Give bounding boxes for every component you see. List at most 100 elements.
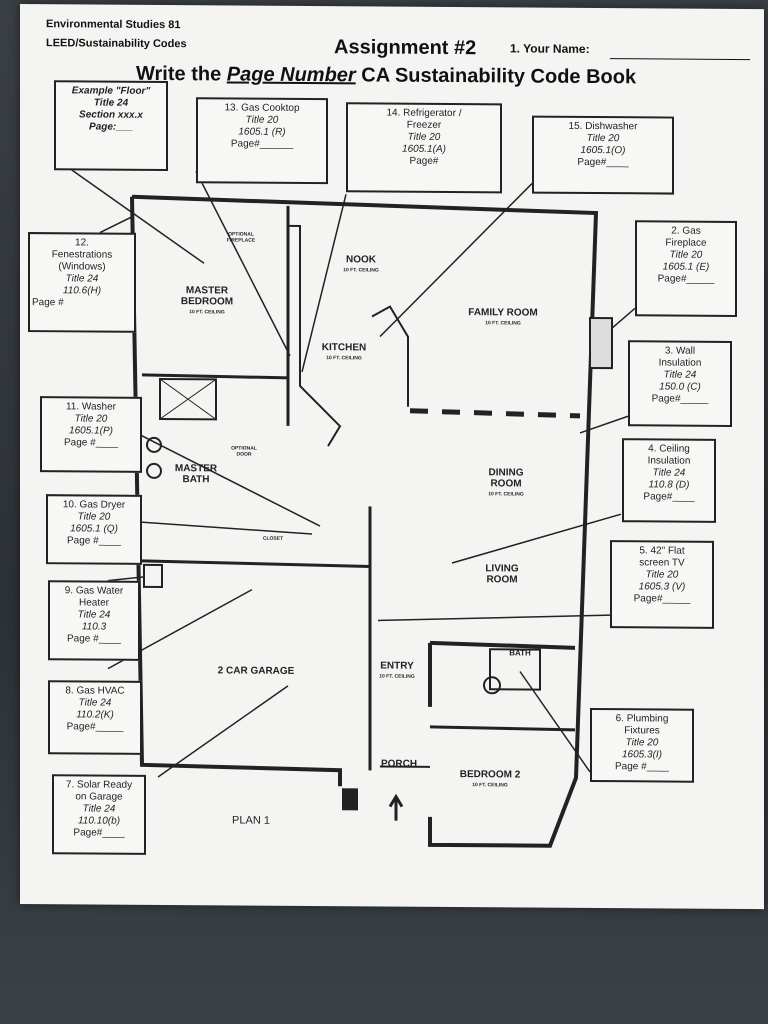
box-line: 150.0 (C) xyxy=(659,381,701,393)
box-3-wall-insulation[interactable]: 3. Wall Insulation Title 24 150.0 (C) Pa… xyxy=(628,340,732,427)
ceiling-note: 10 FT. CEILING xyxy=(326,355,362,362)
box-line: Heater xyxy=(78,597,109,609)
box-11-washer[interactable]: 11. Washer Title 20 1605.1(P) Page #____ xyxy=(40,396,142,473)
box-14-refrigerator[interactable]: 14. Refrigerator / Freezer Title 20 1605… xyxy=(346,102,502,194)
ceiling-note: 10 FT. CEILING xyxy=(485,320,521,327)
box-line: 1605.1(O) xyxy=(580,144,626,157)
box-line: Example "Floor" xyxy=(71,85,151,97)
ceiling-note: 10 FT. CEILING xyxy=(343,267,379,274)
box-line: Title 20 xyxy=(407,131,441,143)
room-master-bath: MASTER BATH xyxy=(174,463,218,486)
box-line: 9. Gas Water xyxy=(64,585,124,597)
box-line: 10. Gas Dryer xyxy=(62,499,126,511)
box-line: 110.6(H) xyxy=(62,285,102,297)
box-line: Title 24 xyxy=(663,369,697,381)
box-line: Title 20 xyxy=(74,413,108,425)
box-line: Title 20 xyxy=(645,569,679,581)
optional-door-note: OPTIONAL DOOR xyxy=(231,445,257,458)
box-line: Page #____ xyxy=(67,633,121,645)
floor-plan xyxy=(57,159,636,848)
box-line: 15. Dishwasher xyxy=(568,120,638,133)
room-bedroom2-label: BEDROOM 2 xyxy=(459,769,521,781)
box-8-gas-hvac[interactable]: 8. Gas HVAC Title 24 110.2(K) Page#_____ xyxy=(48,680,142,755)
box-line: 3. Wall xyxy=(664,345,696,357)
box-line: 1605.1 (R) xyxy=(238,126,286,138)
box-line: Page#_____ xyxy=(651,393,709,405)
room-porch: PORCH xyxy=(380,758,418,770)
box-line: Page#_____ xyxy=(633,593,691,605)
box-line: Page #____ xyxy=(67,535,121,547)
box-line: Page#____ xyxy=(577,156,629,169)
room-living: LIVING ROOM xyxy=(485,563,519,586)
box-line: Title 24 xyxy=(82,803,116,815)
box-line: Page # xyxy=(32,297,64,309)
box-line: 1605.1(A) xyxy=(402,143,446,155)
box-line: 12. xyxy=(75,237,89,249)
box-line: Title 20 xyxy=(669,249,703,261)
box-line: Page #____ xyxy=(64,437,118,449)
room-nook-label: NOOK xyxy=(346,254,376,266)
worksheet-page: Environmental Studies 81 LEED/Sustainabi… xyxy=(20,4,764,910)
box-line: Fixtures xyxy=(624,725,660,737)
box-line: Title 24 xyxy=(77,609,111,621)
box-15-dishwasher[interactable]: 15. Dishwasher Title 20 1605.1(O) Page#_… xyxy=(532,115,674,195)
box-line: Freezer xyxy=(406,119,442,131)
example-box: Example "Floor" Title 24 Section xxx.x P… xyxy=(54,80,168,172)
box-line: Fireplace xyxy=(665,237,707,249)
box-line: 110.3 xyxy=(81,621,107,633)
room-family-label: FAMILY ROOM xyxy=(468,307,538,319)
box-10-gas-dryer[interactable]: 10. Gas Dryer Title 20 1605.1 (Q) Page #… xyxy=(46,494,142,565)
box-line: 5. 42" Flat xyxy=(639,545,685,557)
box-4-ceiling-insulation[interactable]: 4. Ceiling Insulation Title 24 110.8 (D)… xyxy=(622,438,716,523)
box-line: Title 24 xyxy=(65,273,99,285)
box-9-gas-water-heater[interactable]: 9. Gas Water Heater Title 24 110.3 Page … xyxy=(48,580,140,661)
box-line: 1605.1 (Q) xyxy=(70,523,118,535)
ceiling-note: 10 FT. CEILING xyxy=(189,309,225,316)
box-line: Title 20 xyxy=(586,132,620,145)
box-line: 4. Ceiling xyxy=(648,443,690,455)
room-garage: 2 CAR GARAGE xyxy=(217,665,295,677)
box-line: 11. Washer xyxy=(65,401,117,413)
box-6-plumbing-fixtures[interactable]: 6. Plumbing Fixtures Title 20 1605.3(I) … xyxy=(590,707,694,783)
box-line: screen TV xyxy=(639,557,685,569)
box-line: Title 20 xyxy=(625,737,659,749)
box-line: Section xxx.x xyxy=(79,109,143,121)
room-master-bedroom-label: MASTER BEDROOM xyxy=(180,285,234,308)
box-line: (Windows) xyxy=(58,261,106,273)
box-2-gas-fireplace[interactable]: 2. Gas Fireplace Title 20 1605.1 (E) Pag… xyxy=(635,220,737,318)
room-kitchen-label: KITCHEN xyxy=(321,342,367,354)
box-12-fenestrations[interactable]: 12. Fenestrations (Windows) Title 24 110… xyxy=(28,232,136,333)
box-line: Title 24 xyxy=(78,697,112,709)
ceiling-note: 10 FT. CEILING xyxy=(379,673,415,680)
box-13-gas-cooktop[interactable]: 13. Gas Cooktop Title 20 1605.1 (R) Page… xyxy=(196,97,328,185)
box-line: Title 20 xyxy=(245,114,279,126)
box-line: Title 20 xyxy=(77,511,111,523)
box-line: 8. Gas HVAC xyxy=(65,685,125,697)
box-line: 14. Refrigerator / xyxy=(386,107,462,120)
room-entry-label: ENTRY xyxy=(380,660,414,672)
box-line: Insulation xyxy=(658,357,702,369)
box-line: 6. Plumbing xyxy=(615,713,669,725)
plan-label: PLAN 1 xyxy=(232,814,270,827)
box-7-solar-ready[interactable]: 7. Solar Ready on Garage Title 24 110.10… xyxy=(52,774,146,855)
box-line: Page#_____ xyxy=(66,721,124,733)
box-line: 1605.3(I) xyxy=(621,749,663,761)
box-line: Title 24 xyxy=(93,97,129,109)
box-line: 110.10(b) xyxy=(77,815,121,827)
optional-fireplace-note: OPTIONAL FIREPLACE xyxy=(226,231,256,244)
box-line: Fenestrations xyxy=(51,249,113,261)
box-5-flat-screen-tv[interactable]: 5. 42" Flat screen TV Title 20 1605.3 (V… xyxy=(610,540,714,629)
box-line: 1605.1(P) xyxy=(69,425,113,437)
box-line: 13. Gas Cooktop xyxy=(224,102,300,114)
box-line: Page#____ xyxy=(73,827,125,839)
room-dining-label: DINING ROOM xyxy=(488,467,524,490)
box-line: Page# xyxy=(409,155,439,167)
closet-note: CLOSET xyxy=(262,535,284,542)
ceiling-note: 10 FT. CEILING xyxy=(472,782,508,789)
